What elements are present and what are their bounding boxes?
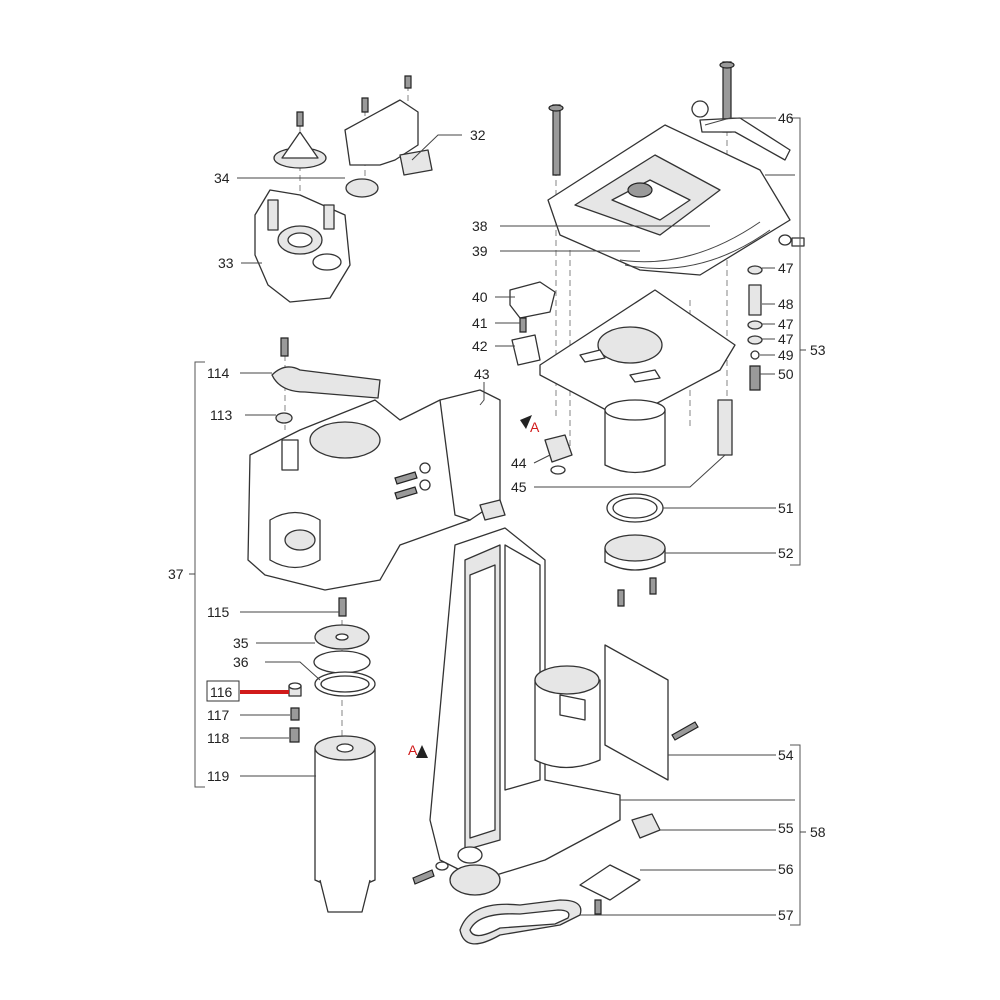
- part-label-47-a: 47: [778, 260, 794, 276]
- part-labels: 32 34 33 38 39 40 41 42 43 44 45 46 47 4…: [168, 110, 826, 923]
- brew-chamber-assembly: [247, 337, 506, 913]
- part-label-33: 33: [218, 255, 234, 271]
- part-label-44: 44: [511, 455, 527, 471]
- bracket-58: [790, 744, 801, 926]
- part-label-38: 38: [472, 218, 488, 234]
- highlight-box-116: [206, 680, 240, 702]
- part-label-58: 58: [810, 824, 826, 840]
- part-label-116: 116: [210, 684, 233, 700]
- part-label-48: 48: [778, 296, 794, 312]
- part-label-41: 41: [472, 315, 488, 331]
- part-label-114: 114: [207, 365, 230, 381]
- part-label-40: 40: [472, 289, 488, 305]
- part-label-50: 50: [778, 366, 794, 382]
- part-label-32: 32: [470, 127, 486, 143]
- part-label-113: 113: [210, 407, 233, 423]
- part-label-117: 117: [207, 707, 230, 723]
- section-arrow-icon: [520, 415, 532, 429]
- part-label-118: 118: [207, 730, 230, 746]
- part-label-56: 56: [778, 861, 794, 877]
- section-marker-label: A: [530, 419, 540, 435]
- part-label-55: 55: [778, 820, 794, 836]
- bracket-53: [790, 117, 801, 566]
- part-label-49: 49: [778, 347, 794, 363]
- part-label-36: 36: [233, 654, 249, 670]
- part-label-42: 42: [472, 338, 488, 354]
- part-label-115: 115: [207, 604, 230, 620]
- bracket-37: [194, 361, 205, 788]
- part-label-37: 37: [168, 566, 184, 582]
- part-label-43: 43: [474, 366, 490, 382]
- part-label-52: 52: [778, 545, 794, 561]
- brew-valve-assembly: [254, 75, 433, 303]
- part-label-46: 46: [778, 110, 794, 126]
- leader-lines: [237, 117, 795, 916]
- section-arrow-icon: [416, 745, 428, 758]
- part-label-119: 119: [207, 768, 230, 784]
- part-label-57: 57: [778, 907, 794, 923]
- section-marker-label: A: [408, 742, 418, 758]
- drive-tower-assembly: [412, 527, 699, 945]
- upper-plate-assembly: [509, 61, 805, 607]
- part-label-34: 34: [214, 170, 230, 186]
- part-label-54: 54: [778, 747, 794, 763]
- part-label-47-b: 47: [778, 316, 794, 332]
- part-label-51: 51: [778, 500, 794, 516]
- part-label-47-c: 47: [778, 331, 794, 347]
- section-marker-upper: A: [520, 415, 540, 435]
- part-label-35: 35: [233, 635, 249, 651]
- section-marker-lower: A: [408, 742, 428, 758]
- part-label-53: 53: [810, 342, 826, 358]
- part-label-45: 45: [511, 479, 527, 495]
- part-label-39: 39: [472, 243, 488, 259]
